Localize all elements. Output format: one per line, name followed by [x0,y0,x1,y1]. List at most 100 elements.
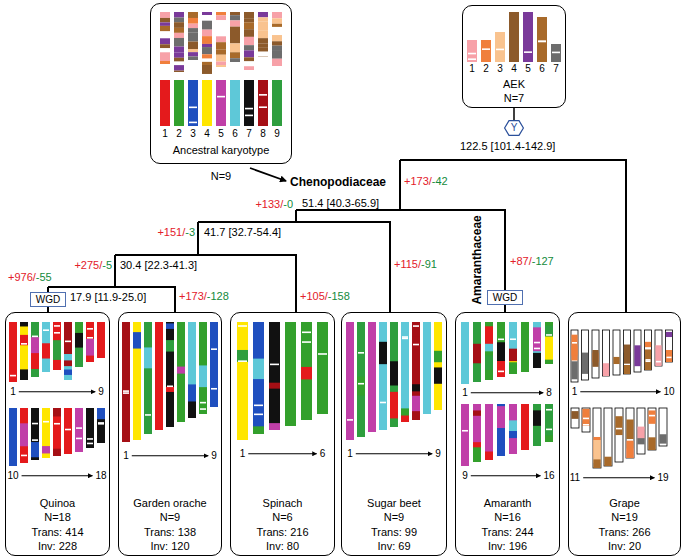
chromosome-band [302,331,311,333]
chromosome-segment [160,12,170,18]
chromosome-segment [202,30,212,37]
age-label: 122.5 [101.4-142.9] [460,140,555,153]
chromosome [97,322,105,358]
chromosome [461,322,469,384]
chromosome [545,404,553,442]
chromosome-segment [272,35,282,41]
chromosome-segment [237,350,248,362]
chromosome-band [123,390,129,392]
chromosome-segment [272,50,282,59]
gain-count: +115/ [394,258,421,271]
chromosome [216,80,226,126]
chromosome [244,80,254,126]
chromosome [75,408,83,452]
chromosome-number: 9 [274,128,280,140]
chromosome-segment [174,18,184,23]
chromosome [53,408,61,456]
chromosome-band [145,414,151,416]
chromosome-segment [272,12,282,18]
chromosome-segment [401,414,409,422]
chromosome-number: 2 [176,128,182,140]
order-arrow [19,391,95,392]
chromosome-number: 4 [511,63,517,75]
chromosome [637,408,645,454]
node-text: N=9 [384,511,405,524]
chromosome-band [614,370,619,372]
chromosome-number: 3 [190,128,196,140]
chromosome-number: 18 [95,470,106,482]
order-arrow [471,475,541,476]
chromosome-segment [485,355,493,369]
chromosome-segment [244,37,254,45]
chromosome-band [546,334,552,336]
species-box: Sugar beetN=9Trans: 99Inv: 69 [341,312,447,556]
branch-line [114,255,116,287]
chromosome-band [498,339,504,341]
chromosome-segment [188,18,198,24]
chromosome-band [638,411,644,413]
chromosome [210,322,218,407]
chromosome-segment [244,61,254,66]
chromosome-segment [390,392,398,419]
node-text: Inv: 196 [488,540,527,553]
chromosome-segment [20,335,28,345]
chromosome [199,322,207,414]
branch-line [296,210,505,312]
chromosome-segment [666,332,672,337]
tree-branches [48,160,626,312]
chromosome-segment [174,28,184,33]
chromosome-segment [603,363,609,376]
chromosome-segment [160,48,170,52]
chromosome-segment [133,332,141,348]
connector [513,108,515,120]
chromosome [571,330,578,382]
chromosome-segment [497,406,505,428]
chromosome-segment [199,365,207,387]
chromosome-band [496,49,504,51]
chromosome-segment [174,58,184,62]
chromosome-band [65,341,71,343]
hexagon-shape [505,121,524,136]
chromosome-segment [593,459,600,468]
chromosome [626,408,634,458]
chromosome-band [98,422,104,424]
node-text: Inv: 120 [150,540,189,553]
chromosome-segment [216,31,226,36]
chromosome-segment [160,61,170,64]
chromosome-band [616,428,622,430]
chromosome [521,322,529,372]
chromosome-segment [615,416,622,435]
karyotype-box: WGD [487,290,523,305]
chromosome [551,44,561,62]
chromosome-band [259,106,267,108]
chromosome-band [65,429,71,431]
chromosome-segment [202,65,212,73]
node-text: N=7 [504,92,525,105]
chromosome-segment [230,12,240,15]
chromosome [86,322,94,362]
node-text: Trans: 414 [31,526,83,539]
chromosome-band [211,348,217,350]
chromosome-segment [53,340,61,360]
chromosome-segment [637,427,644,439]
chromosome-segment [174,47,184,53]
chromosome-band [254,414,263,416]
chromosome-segment [509,420,517,431]
chromosome-segment [301,367,312,379]
family-label: Chenopodiaceae [290,176,386,190]
species-box: AmaranthN=16Trans: 244Inv: 196 [455,312,560,556]
chromosome-segment [166,340,174,351]
branch-line [198,222,390,312]
chromosome-band [358,383,364,385]
chromosome-segment [645,349,651,370]
chromosome [545,322,553,364]
loss-count: -0 [283,198,293,211]
chromosome-segment [533,353,541,368]
order-arrow [583,477,654,478]
chromosome-segment [655,345,661,366]
chromosome-segment [42,446,50,453]
chromosome [666,330,673,362]
chromosome [122,322,130,442]
chromosome-segment [390,361,398,385]
chromosome-segment [253,359,264,379]
